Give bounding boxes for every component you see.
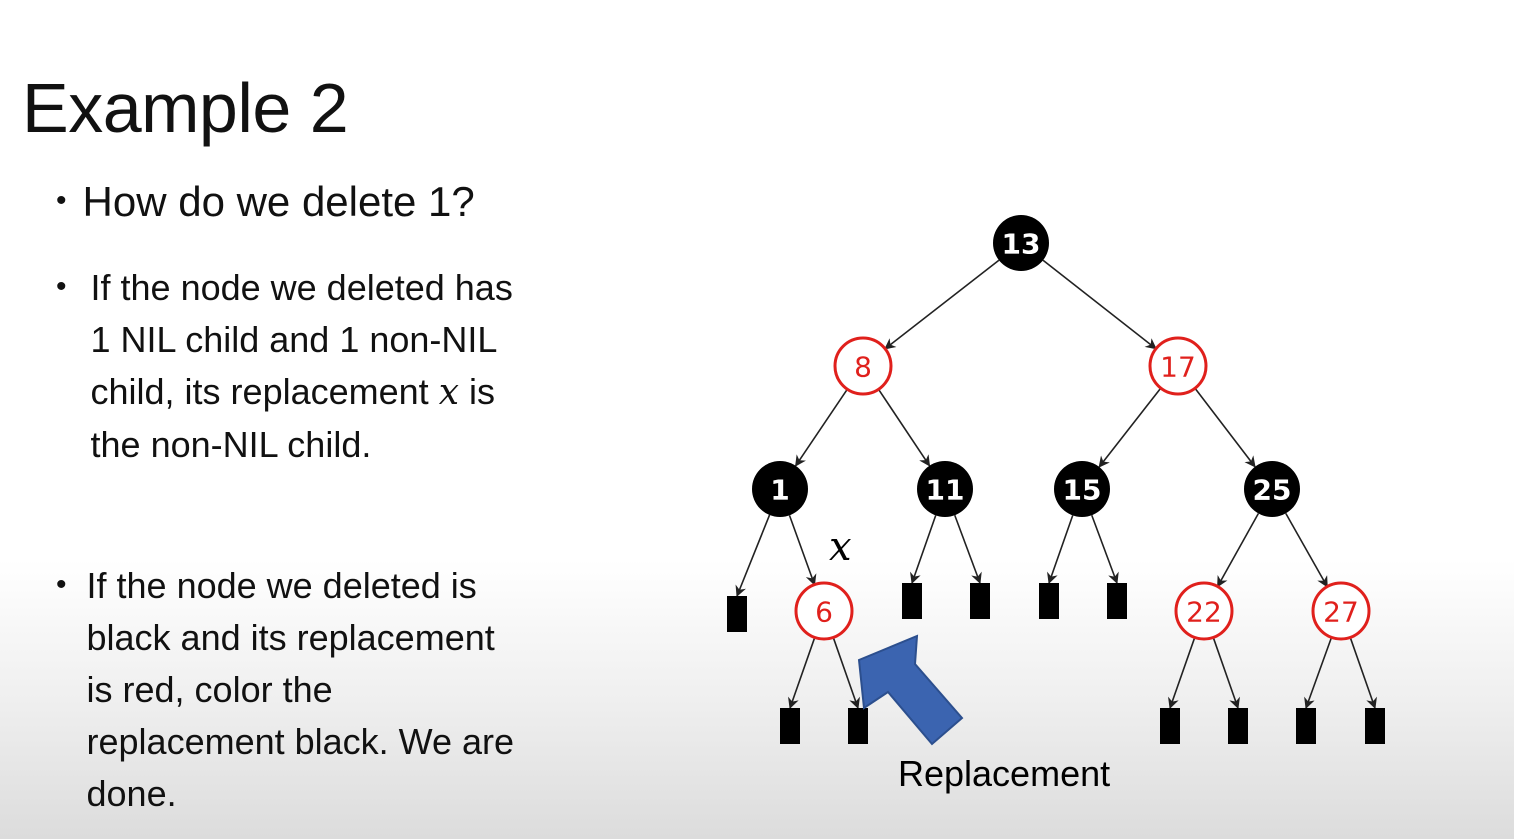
tree-node-label: 15 [1063,474,1102,507]
tree-node-11: 11 [917,461,973,517]
tree-node-13: 13 [993,215,1049,271]
bullet-dot: • [56,184,67,217]
bullet-recolor-rule-text: If the node we deleted is black and its … [86,565,515,814]
tree-edges [735,259,1377,710]
nil-leaf [970,583,990,619]
tree-edge [910,515,937,585]
tree-node-circle [1311,581,1371,641]
nil-leaf [1365,708,1385,744]
nil-leaf [780,708,800,744]
bullet-replacement-rule-part-2: is the non-NIL child. [90,371,496,465]
nil-leaf [727,596,747,632]
tree-node-17: 17 [1148,336,1208,396]
tree-edge [1349,637,1377,710]
bullet-dot: • [56,270,67,303]
tree-node-25: 25 [1244,461,1300,517]
tree-edge [884,259,1000,350]
tree-edge [1168,637,1196,710]
nil-leaf [1039,583,1059,619]
bullet-question: • How do we delete 1? [56,178,475,226]
nil-leaf [1160,708,1180,744]
tree-edge [1098,387,1162,468]
tree-node-27: 27 [1311,581,1371,641]
tree-edge [1216,513,1260,588]
tree-edge [788,637,816,710]
nil-leaf [848,708,868,744]
tree-node-label: 22 [1186,596,1222,629]
tree-node-label: 6 [815,596,833,629]
tree-node-circle [1174,581,1234,641]
tree-node-22: 22 [1174,581,1234,641]
tree-node-circle [1148,336,1208,396]
block-arrow-icon [857,634,964,746]
tree-edge [794,388,849,467]
tree-node-circle [794,581,854,641]
tree-node-circle [752,461,808,517]
tree-edge [1091,514,1119,585]
tree-node-1: 1 [752,461,808,517]
tree-edge [735,514,771,598]
tree-node-label: 27 [1323,596,1359,629]
nil-leaf [1228,708,1248,744]
tree-edge [954,514,982,585]
tree-edge [877,388,931,467]
tree-node-15: 15 [1054,461,1110,517]
slide-title: Example 2 [22,69,349,147]
tree-edge [1304,637,1333,710]
bullet-dot: • [56,568,67,601]
tree-edge [832,637,860,710]
tree-edge [1042,259,1157,350]
tree-node-circle [1054,461,1110,517]
bullet-replacement-rule-text: If the node we deleted has 1 NIL child a… [91,262,516,471]
tree-node-6: 6 [794,581,854,641]
nil-leaf [1107,583,1127,619]
tree-edge [1194,387,1256,468]
nil-leaf [902,583,922,619]
nil-leaf [1296,708,1316,744]
bullet-replacement-rule-part-1: If the node we deleted has 1 NIL child a… [90,267,513,412]
tree-node-circle [1244,461,1300,517]
tree-node-label: 13 [1002,228,1041,261]
tree-node-label: 8 [854,351,872,384]
tree-node-8: 8 [833,336,893,396]
tree-node-label: 17 [1160,351,1196,384]
tree-node-label: 1 [770,474,789,507]
tree-node-circle [917,461,973,517]
tree-edge [1285,512,1328,588]
x-label: x [829,524,852,570]
tree-edge [788,515,817,586]
replacement-label: Replacement [898,753,1110,794]
nil-leaves [727,583,1385,744]
math-x-symbol: x [438,372,459,413]
bullet-question-text: How do we delete 1? [82,178,475,225]
tree-node-label: 11 [926,474,965,507]
tree-node-label: 25 [1253,474,1292,507]
tree-edge [1047,515,1074,585]
tree-node-circle [993,215,1049,271]
tree-edge [1212,637,1240,710]
tree-node-circle [833,336,893,396]
bullet-recolor-rule: • If the node we deleted is black and it… [56,560,516,820]
bullet-replacement-rule: • If the node we deleted has 1 NIL child… [56,262,516,471]
